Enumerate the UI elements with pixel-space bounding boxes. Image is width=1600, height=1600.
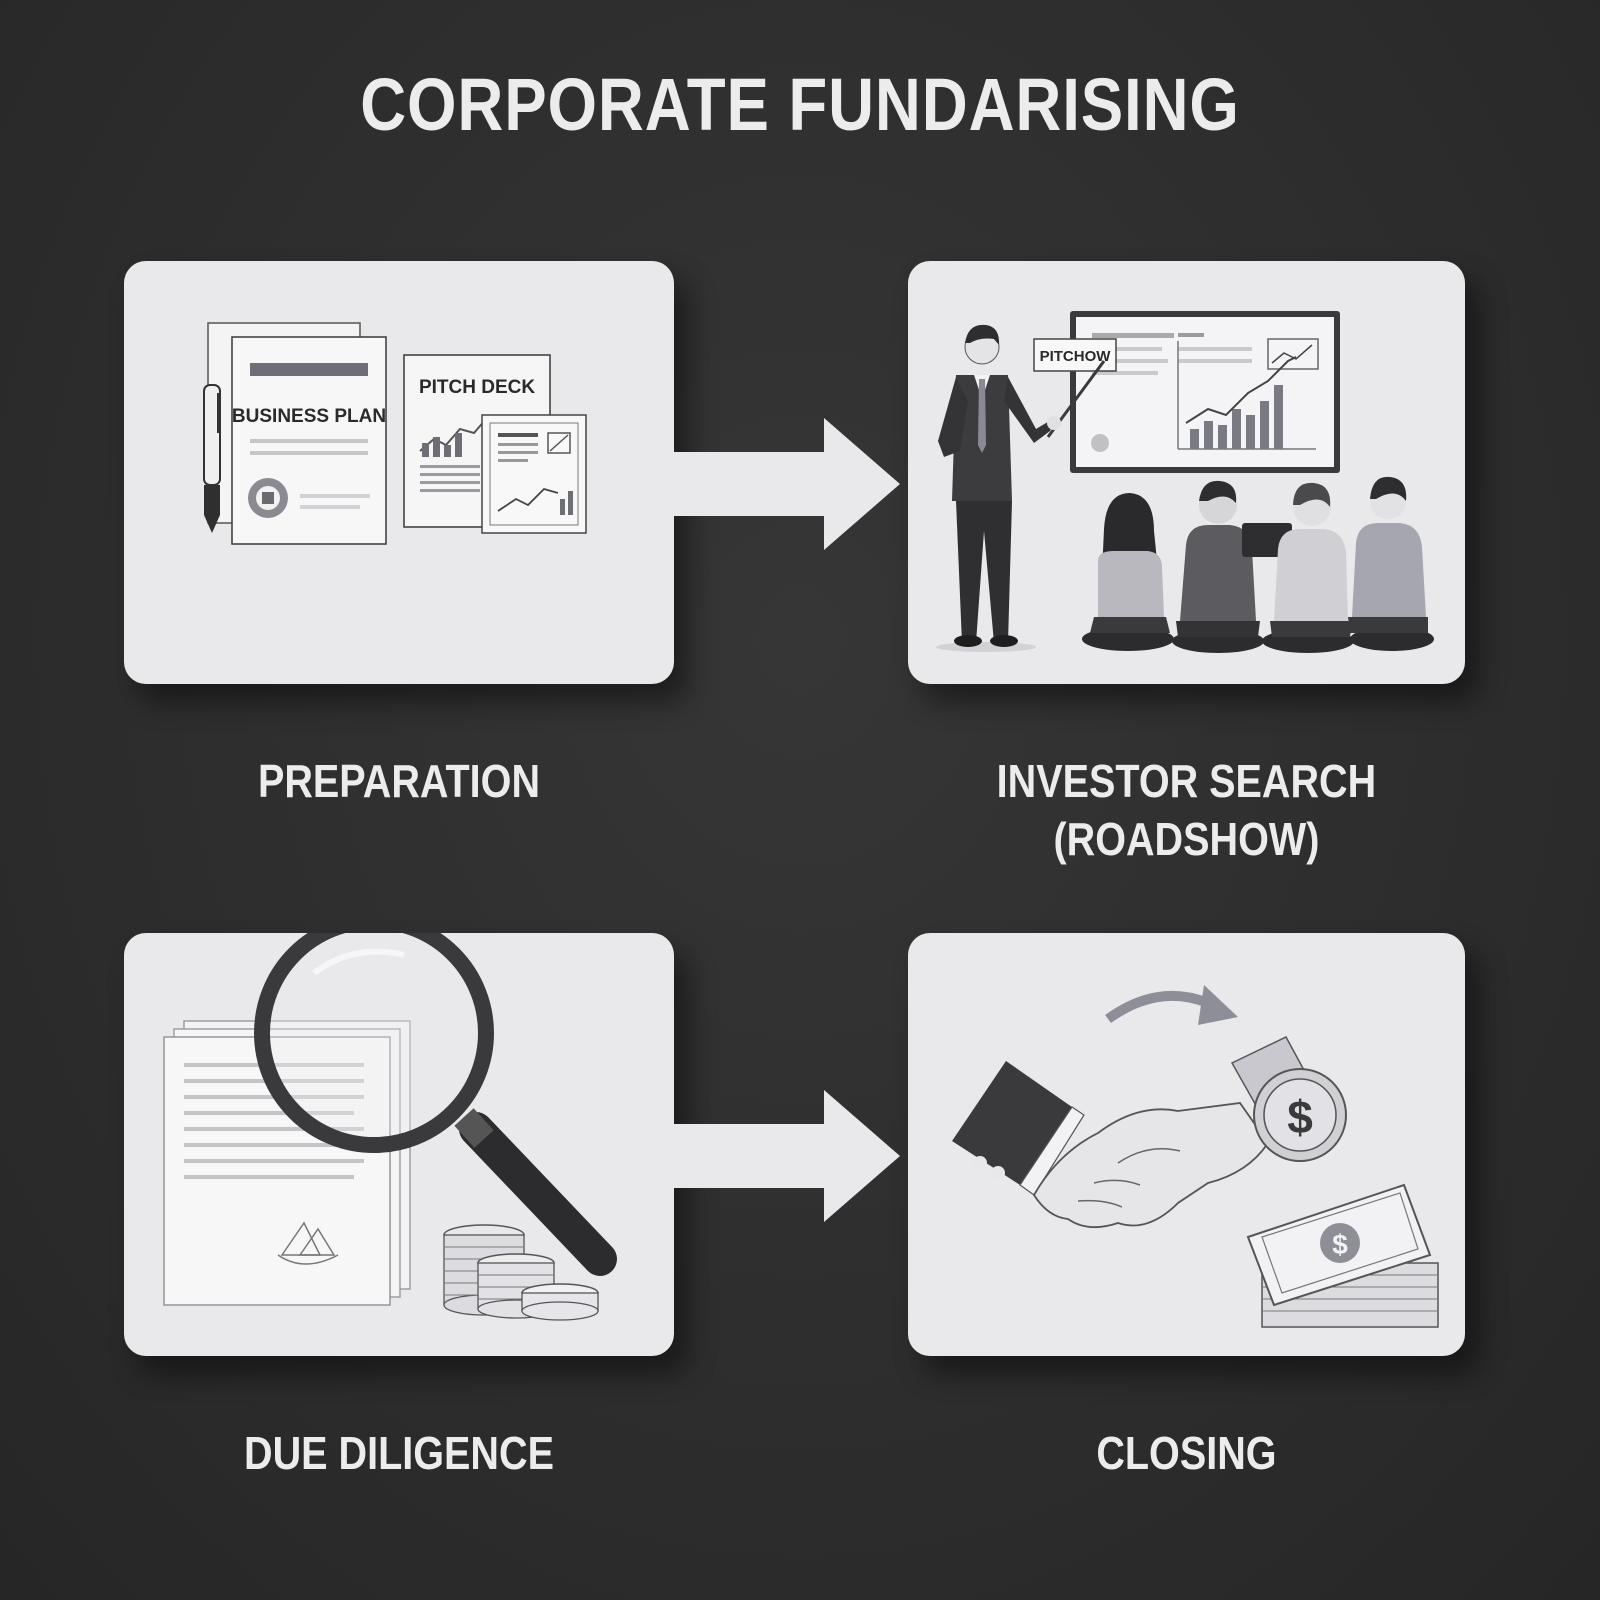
step-label-due-diligence: DUE DILIGENCE [163, 1424, 636, 1482]
closing-card: $ $ [908, 933, 1465, 1356]
handshake-and-money-icon: $ $ [952, 985, 1439, 1328]
page-title: CORPORATE FUNDARISING [360, 63, 1240, 146]
banknote-symbol: $ [1332, 1229, 1348, 1260]
step-label-preparation: PREPARATION [163, 752, 636, 810]
preparation-card: BUSINESS PLAN PITCH DECK [124, 261, 674, 684]
business-plan-label: BUSINESS PLAN [232, 406, 386, 427]
step-label-investor-search: INVESTOR SEARCH (ROADSHOW) [947, 752, 1426, 868]
step-label-line: (ROADSHOW) [1053, 813, 1320, 865]
step-label-line: CLOSING [1096, 1427, 1277, 1479]
pitch-deck-label: PITCH DECK [419, 377, 535, 398]
due-diligence-card [124, 933, 674, 1356]
investor-search-card: PITCHOW [908, 261, 1465, 684]
arrow-right-icon [674, 1090, 900, 1222]
step-label-line: INVESTOR SEARCH [996, 755, 1377, 807]
business-plan-and-pitch-deck-icon: BUSINESS PLAN PITCH DECK [203, 322, 587, 545]
presenter-and-audience-icon: PITCHOW [936, 311, 1434, 653]
coin-symbol: $ [1287, 1091, 1313, 1143]
sign-text: PITCHOW [1040, 348, 1112, 365]
step-label-line: DUE DILIGENCE [244, 1427, 554, 1479]
step-label-closing: CLOSING [947, 1424, 1426, 1482]
step-label-line: PREPARATION [257, 755, 541, 807]
magnifying-glass-over-documents-icon [163, 933, 617, 1321]
arrow-right-icon [674, 418, 900, 550]
